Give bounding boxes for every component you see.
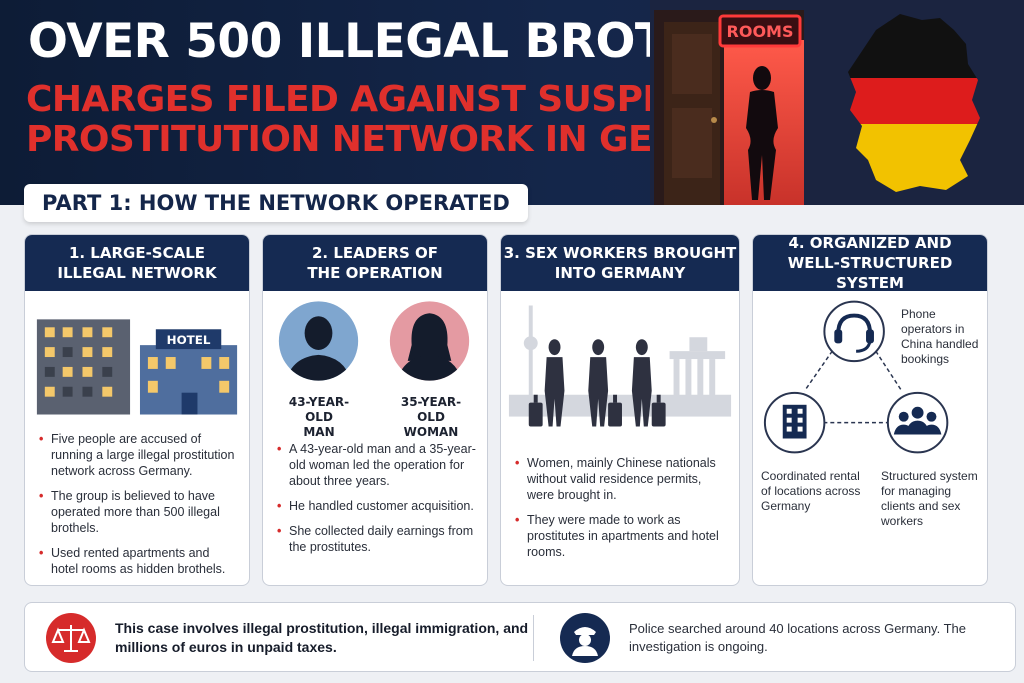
footer-right-text: Police searched around 40 locations acro… (629, 621, 966, 654)
woman-label: 35-YEAR-OLD WOMAN (400, 395, 462, 439)
panel-sex-workers: 3. SEX WORKERS BROUGHT INTO GERMANY (500, 234, 740, 586)
list-item: A 43-year-old man and a 35-year-old woma… (277, 441, 477, 489)
woman-avatar-icon (389, 301, 470, 381)
panel-3-bullets: Women, mainly Chinese nationals without … (515, 455, 729, 569)
panel-leaders: 2. LEADERS OF THE OPERATION 43-YEAR-OLD … (262, 234, 488, 586)
headset-icon (823, 300, 885, 363)
buildings-icon: HOTEL (36, 319, 238, 415)
footer-summary: This case involves illegal prostitution,… (24, 602, 1016, 672)
police-officer-icon (560, 613, 610, 663)
section-label: PART 1: HOW THE NETWORK OPERATED (24, 184, 528, 222)
office-building-icon (763, 391, 826, 454)
rooms-sign-text: ROOMS (727, 22, 794, 41)
node-structured-system: Structured system for managing clients a… (881, 469, 978, 528)
panel-large-scale-network: 1. LARGE-SCALE ILLEGAL NETWORK HOTEL Fiv… (24, 234, 250, 586)
panel-heading: 2. LEADERS OF THE OPERATION (263, 235, 487, 291)
panel-heading: 1. LARGE-SCALE ILLEGAL NETWORK (25, 235, 249, 291)
header-illustration: ROOMS (650, 0, 1024, 205)
panel-1-bullets: Five people are accused of running a lar… (39, 431, 239, 585)
man-avatar-icon (278, 301, 359, 381)
hotel-sign-text: HOTEL (167, 333, 211, 347)
list-item: Women, mainly Chinese nationals without … (515, 455, 729, 503)
panel-heading: 4. ORGANIZED AND WELL-STRUCTURED SYSTEM (753, 235, 987, 292)
rooms-sign-icon: ROOMS (718, 14, 802, 48)
list-item: The group is believed to have operated m… (39, 488, 239, 536)
node-phone-operators: Phone operators in China handled booking… (901, 307, 979, 366)
footer-left-text: This case involves illegal prostitution,… (115, 620, 529, 655)
footer-divider (533, 615, 534, 661)
panel-2-bullets: A 43-year-old man and a 35-year-old woma… (277, 441, 477, 564)
travelers-berlin-icon (508, 305, 732, 427)
scales-of-justice-icon (46, 613, 96, 663)
network-diagram (763, 300, 949, 454)
header-banner: OVER 500 ILLEGAL BROTHELS: CHARGES FILED… (0, 0, 1024, 205)
woman-silhouette-icon (746, 66, 778, 200)
leaders-avatars (278, 301, 470, 381)
berlin-skyline-icon (508, 305, 732, 417)
list-item: Used rented apartments and hotel rooms a… (39, 545, 239, 577)
man-label: 43-YEAR-OLD MAN (288, 395, 350, 439)
women-with-suitcases-icon (528, 339, 666, 427)
list-item: Five people are accused of running a lar… (39, 431, 239, 479)
list-item: He handled customer acquisition. (277, 498, 477, 514)
panel-organized-system: 4. ORGANIZED AND WELL-STRUCTURED SYSTEM (752, 234, 988, 586)
list-item: They were made to work as prostitutes in… (515, 512, 729, 560)
node-rental: Coordinated rental of locations across G… (761, 469, 861, 513)
subtitle-line-1: CHARGES FILED AGAINST SUSPECTED (26, 79, 770, 120)
list-item: She collected daily earnings from the pr… (277, 523, 477, 555)
group-people-icon (886, 391, 949, 454)
panel-heading: 3. SEX WORKERS BROUGHT INTO GERMANY (501, 235, 739, 291)
